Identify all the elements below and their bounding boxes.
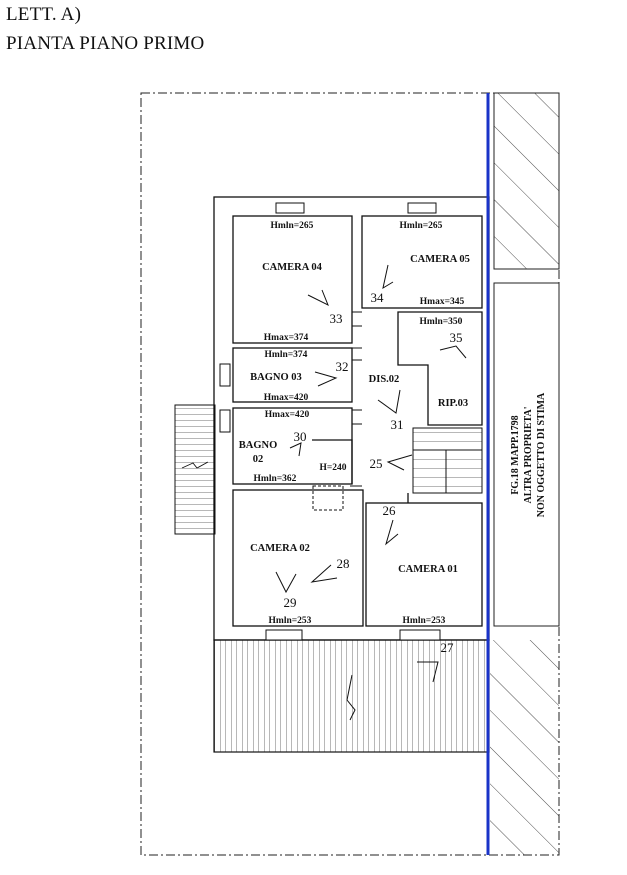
room-bagno-03: BAGNO 03 (250, 372, 302, 383)
view-34: 34 (371, 290, 385, 305)
internal-stair (412, 427, 483, 494)
note-line-3: NON OGGETTO DI STIMA (536, 392, 547, 517)
room-camera-04: CAMERA 04 (262, 262, 323, 273)
height-camera-01-min: Hmln=253 (403, 616, 446, 626)
view-31: 31 (391, 417, 404, 432)
view-32: 32 (336, 359, 349, 374)
room-rip-03: RIP.03 (438, 398, 468, 409)
view-28: 28 (337, 556, 350, 571)
height-bagno-03-min: Hmln=374 (265, 350, 308, 360)
neighbour-note: FG.18 MAPP.1798 ALTRA PROPRIETA' NON OGG… (510, 392, 547, 517)
balcony (213, 639, 490, 753)
note-line-2: ALTRA PROPRIETA' (523, 406, 534, 503)
height-corridor: H=240 (319, 463, 346, 473)
view-33: 33 (330, 311, 343, 326)
windows (219, 202, 441, 641)
room-bagno-02-number: 02 (253, 454, 264, 465)
height-camera-04-min: Hmln=265 (271, 221, 314, 231)
doors (312, 311, 362, 511)
room-dis-02: DIS.02 (369, 374, 400, 385)
height-camera-04-max: Hmax=374 (264, 333, 309, 343)
height-rip-03-min: Hmln=350 (420, 317, 463, 327)
external-stair (174, 404, 216, 535)
room-bagno-02: BAGNO (239, 440, 278, 451)
height-bagno-03-max: Hmax=420 (264, 393, 309, 403)
view-35: 35 (450, 330, 463, 345)
view-30: 30 (294, 429, 307, 444)
neighbour-hatch (490, 92, 560, 855)
height-camera-05-min: Hmln=265 (400, 221, 443, 231)
note-line-1: FG.18 MAPP.1798 (510, 415, 521, 494)
room-camera-02: CAMERA 02 (250, 543, 310, 554)
view-27: 27 (441, 640, 455, 655)
room-camera-01: CAMERA 01 (398, 564, 458, 575)
height-camera-02-min: Hmln=253 (269, 616, 312, 626)
view-29: 29 (284, 595, 297, 610)
drawing-subtitle: PIANTA PIANO PRIMO (6, 33, 205, 54)
height-camera-05-max: Hmax=345 (420, 297, 465, 307)
drawing-title: LETT. A) (6, 4, 82, 25)
height-bagno-02-max: Hmax=420 (265, 410, 310, 420)
view-25: 25 (370, 456, 383, 471)
view-26: 26 (383, 503, 397, 518)
room-camera-05: CAMERA 05 (410, 254, 470, 265)
view-markers (275, 264, 467, 683)
height-bagno-02-min: Hmln=362 (254, 474, 297, 484)
